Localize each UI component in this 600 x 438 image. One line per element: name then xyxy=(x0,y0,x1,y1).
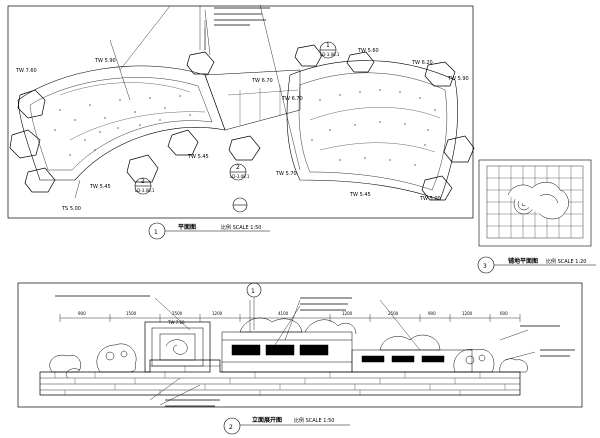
svg-text:600: 600 xyxy=(500,311,508,316)
elevation-label: TW 5.45 xyxy=(187,154,209,160)
elevation-view-frame xyxy=(17,282,583,408)
elevation-dimension-chain xyxy=(59,314,521,322)
section-mark-small xyxy=(232,197,248,213)
plan-boulders xyxy=(9,44,475,201)
plan-view-title-block: 1 平面图 比例 SCALE 1:50 xyxy=(148,222,270,240)
paving-detail-number: 3 xyxy=(483,263,487,270)
boulder xyxy=(294,44,323,67)
elevation-label: TW 5.45 xyxy=(349,192,371,198)
section-mark: 2 LD-3.08.1 xyxy=(229,163,250,181)
elevation-label: TS 5.00 xyxy=(61,206,81,212)
stepped-wall-panels xyxy=(221,331,473,373)
svg-text:LD-3.08.1: LD-3.08.1 xyxy=(320,52,340,57)
plan-view-scale: 比例 SCALE 1:50 xyxy=(221,224,261,231)
paving-detail-title-block: 3 铺地平面图 比例 SCALE 1:20 xyxy=(477,256,596,274)
plan-center-walkway xyxy=(204,69,301,131)
elevation-view: 900 1500 2500 1200 4100 1200 2500 900 12… xyxy=(17,282,583,435)
elevation-view-number: 2 xyxy=(229,424,233,431)
boulder xyxy=(9,129,41,159)
plan-view-title: 平面图 xyxy=(178,223,196,231)
svg-text:4100: 4100 xyxy=(278,311,289,316)
boulder xyxy=(167,129,199,156)
elevation-label: TW 5.90 xyxy=(94,58,116,64)
svg-text:2500: 2500 xyxy=(388,311,399,316)
paving-swirl-motif xyxy=(507,182,569,220)
elevation-label: TW 5.60 xyxy=(357,48,379,54)
svg-text:LD-3.08.1: LD-3.08.1 xyxy=(230,174,250,179)
plan-note-text xyxy=(214,7,270,26)
boulder xyxy=(186,51,215,75)
svg-text:1: 1 xyxy=(251,288,255,295)
elevation-label: TW 6.70 xyxy=(281,96,303,102)
elevation-view-title: 立面展开图 xyxy=(252,416,282,424)
boulder xyxy=(443,135,475,163)
elevation-note-text xyxy=(55,295,575,407)
svg-text:2: 2 xyxy=(141,178,145,185)
svg-text:900: 900 xyxy=(428,311,436,316)
elevation-dimensions: 900 1500 2500 1200 4100 1200 2500 900 12… xyxy=(78,311,508,316)
elevation-view-title-block: 2 立面展开图 比例 SCALE 1:50 xyxy=(223,416,350,435)
plan-view-frame xyxy=(7,5,474,219)
boulder xyxy=(228,135,261,161)
svg-text:900: 900 xyxy=(78,311,86,316)
svg-text:2: 2 xyxy=(236,164,240,171)
plan-view: TW 7.60 TW 5.90 TW 6.70 TW 5.60 TW 6.20 … xyxy=(7,4,475,240)
framed-feature-panel xyxy=(144,321,211,373)
svg-text:2500: 2500 xyxy=(172,311,183,316)
elevation-label: TW 6.70 xyxy=(251,78,273,84)
elevation-label: TW 7.60 xyxy=(15,68,37,74)
svg-text:LD-3.08.1: LD-3.08.1 xyxy=(135,188,155,193)
paving-detail-title: 铺地平面图 xyxy=(508,257,538,265)
elevation-view-number-circle xyxy=(223,417,241,435)
elevation-level-label: TW 7.60 xyxy=(167,320,185,325)
plan-paving-hatch xyxy=(54,89,436,166)
elevation-label: TW 5.70 xyxy=(275,171,297,177)
paving-detail-view: 3 铺地平面图 比例 SCALE 1:20 xyxy=(477,159,596,274)
plan-leaders xyxy=(74,4,301,199)
elevation-label: TW 5.00 xyxy=(419,196,441,202)
elevation-label: TW 5.90 xyxy=(447,76,469,82)
plan-left-paving-outline xyxy=(17,65,226,181)
svg-text:1500: 1500 xyxy=(126,311,137,316)
paving-detail-scale: 比例 SCALE 1:20 xyxy=(546,258,586,265)
boulder xyxy=(17,89,46,119)
brick-wall xyxy=(39,359,521,396)
boulder xyxy=(24,167,56,193)
section-mark: 1 LD-3.08.1 xyxy=(319,41,340,59)
plan-right-paving-outline xyxy=(286,60,459,201)
paving-detail-frame xyxy=(478,159,592,247)
section-mark: 2 LD-3.08.1 xyxy=(134,177,155,195)
plan-view-number: 1 xyxy=(154,229,158,236)
svg-text:1200: 1200 xyxy=(462,311,473,316)
elevation-leaders xyxy=(149,297,536,406)
boulder xyxy=(126,154,159,183)
elevation-label: TW 6.20 xyxy=(411,60,433,66)
svg-text:1200: 1200 xyxy=(342,311,353,316)
elevation-label: TW 5.45 xyxy=(89,184,111,190)
svg-text:1: 1 xyxy=(326,42,330,49)
svg-text:1200: 1200 xyxy=(212,311,223,316)
elevation-section-mark: 1 xyxy=(246,282,262,330)
boulder xyxy=(421,175,453,201)
boulder xyxy=(346,51,375,73)
elevation-view-scale: 比例 SCALE 1:50 xyxy=(294,417,334,424)
boulder xyxy=(424,61,456,87)
